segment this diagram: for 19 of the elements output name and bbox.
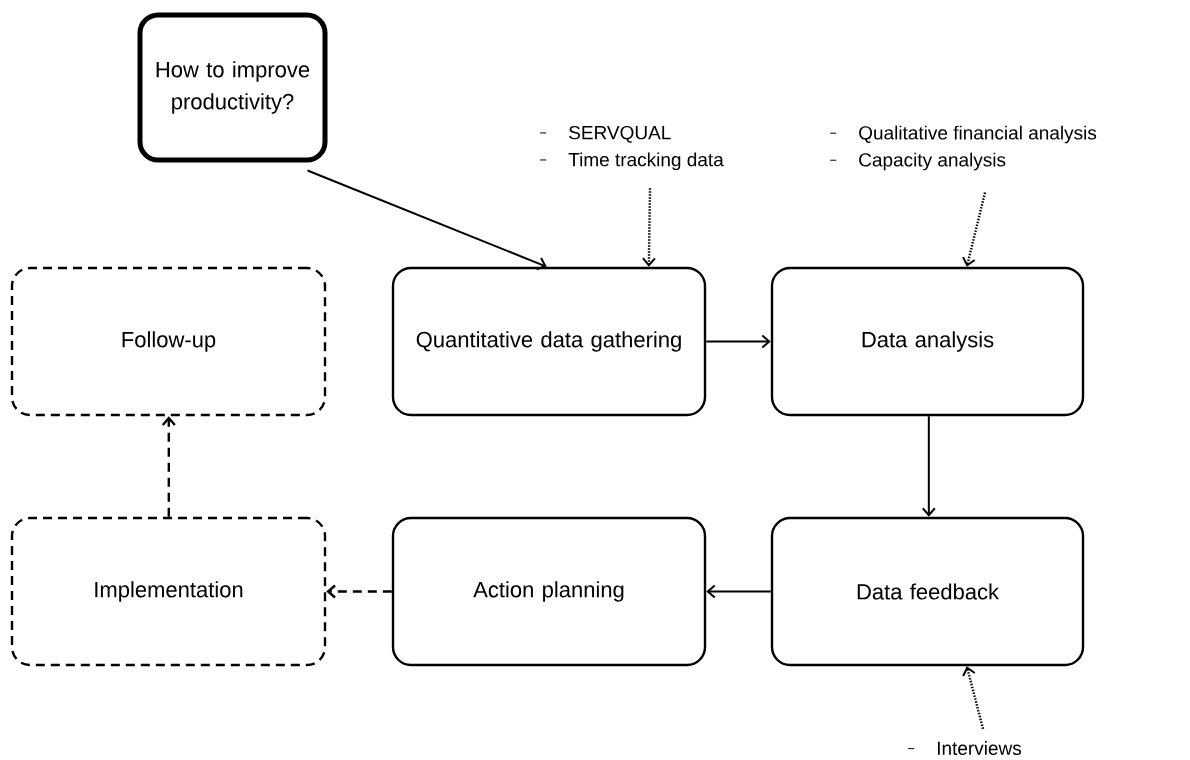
bullet-list: Qualitative financial analysis Capacity analysis <box>829 125 1097 171</box>
arrow <box>921 415 936 517</box>
process-box: Follow-up <box>10 266 327 417</box>
process-box: Quantitative data gathering <box>391 266 707 417</box>
bullet-list: SERVQUAL Time tracking data <box>539 125 724 171</box>
arrow <box>641 188 656 267</box>
arrow <box>705 334 771 349</box>
process-box: Data analysis <box>770 266 1085 417</box>
arrow <box>962 666 985 730</box>
process-box: Data feedback <box>770 516 1085 667</box>
arrow <box>706 584 772 599</box>
process-box: Implementation <box>10 516 327 667</box>
process-box: How to improve productivity? <box>137 12 328 163</box>
process-box: Action planning <box>391 516 707 667</box>
arrow <box>306 169 547 271</box>
bullet-list: Interviews <box>907 741 1022 755</box>
arrow <box>161 416 176 517</box>
arrow <box>962 192 987 267</box>
arrow <box>326 584 392 599</box>
